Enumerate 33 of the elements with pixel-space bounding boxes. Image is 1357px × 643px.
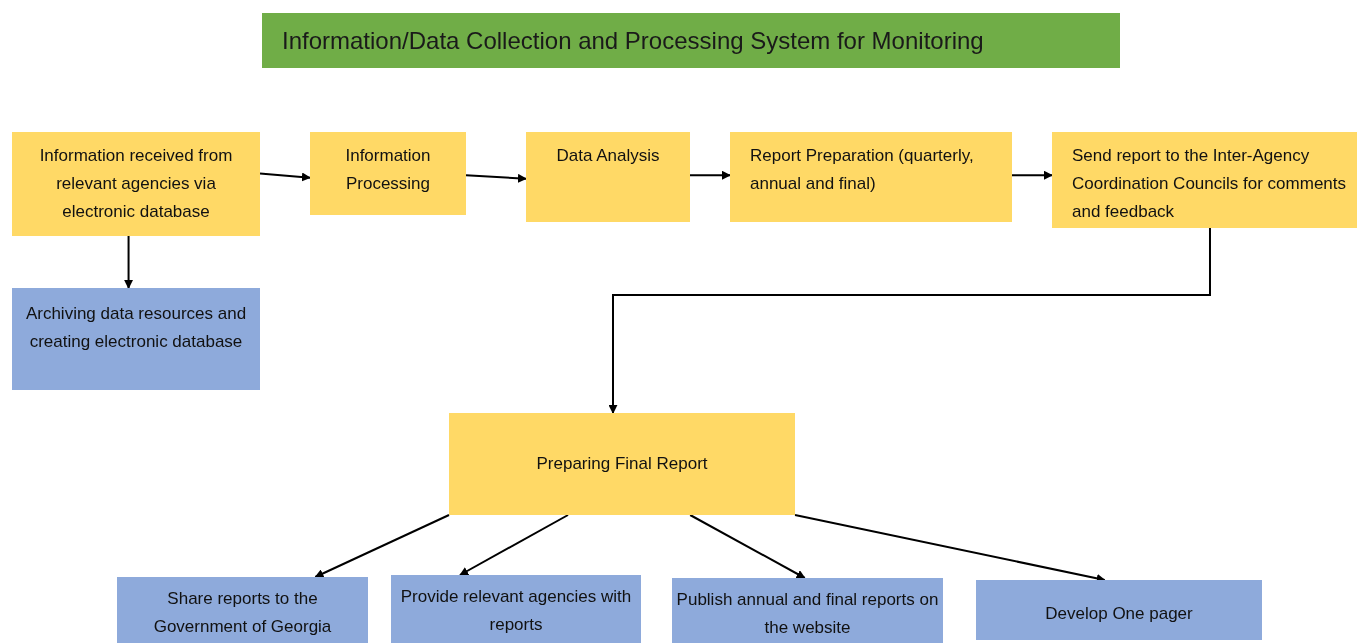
box-text: Share reports to the Government of Georgia — [152, 588, 333, 638]
arrow — [608, 227, 1211, 414]
process-box — [526, 132, 690, 222]
arrow — [124, 235, 134, 289]
arrow — [314, 514, 450, 578]
box-text: Report Preparation (quarterly, annual and final) — [750, 145, 975, 195]
box-text: Preparing Final Report — [536, 453, 708, 475]
box-text: Information received from relevant agencies via electronic database — [38, 145, 234, 223]
process-box — [449, 413, 795, 515]
box-text: Develop One pager — [1045, 603, 1193, 625]
arrow — [794, 514, 1106, 583]
arrow — [1011, 170, 1053, 180]
arrow — [459, 514, 569, 576]
box-text: Publish annual and final reports on the website — [676, 589, 939, 639]
process-box — [1052, 132, 1357, 228]
title-banner: Information/Data Collection and Processing System for Monitoring — [262, 13, 1120, 68]
process-box — [730, 132, 1012, 222]
output-box — [672, 578, 943, 643]
box-text: Information Processing — [344, 145, 432, 195]
box-text: Archiving data resources and creating electronic database — [24, 303, 248, 353]
box-text: Provide relevant agencies with reports — [399, 586, 633, 636]
output-box — [12, 288, 260, 390]
box-text: Data Analysis — [556, 145, 660, 167]
box-text: Send report to the Inter-Agency Coordination Councils for comments and feedback — [1072, 145, 1347, 223]
output-box — [117, 577, 368, 643]
process-box — [12, 132, 260, 236]
arrow — [259, 172, 311, 182]
arrow — [689, 170, 731, 180]
output-box — [391, 575, 641, 643]
process-box — [310, 132, 466, 215]
output-box — [976, 580, 1262, 640]
arrow — [689, 514, 806, 579]
arrow — [465, 173, 527, 183]
